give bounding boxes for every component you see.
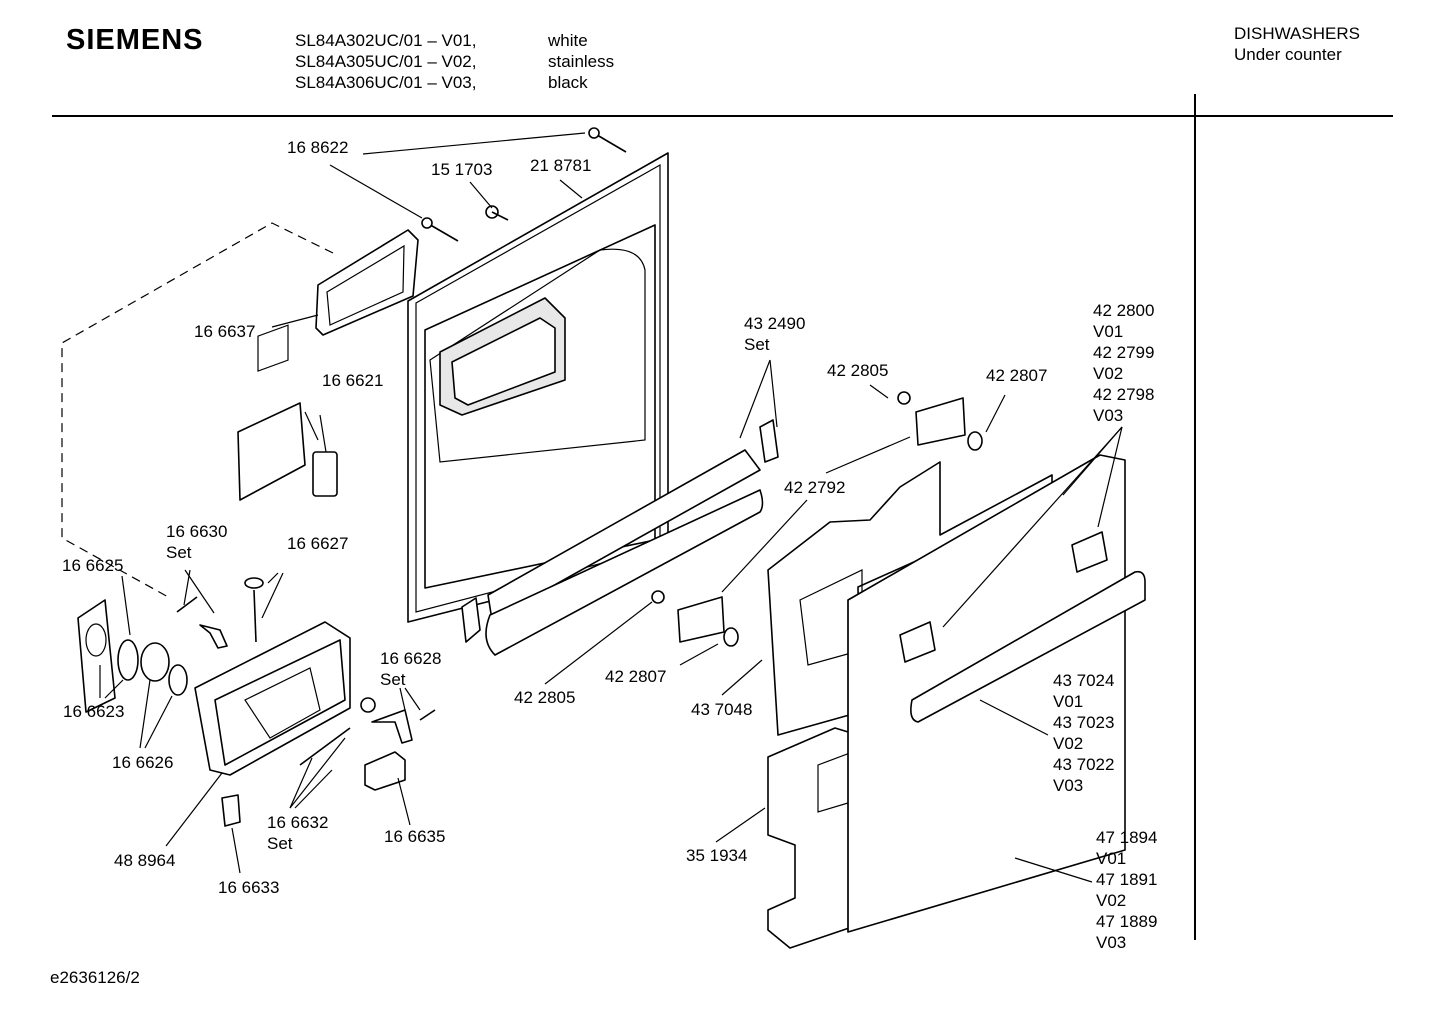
lower-insulation-panel: [767, 727, 859, 949]
model-code-3: SL84A306UC/01 – V03,: [295, 73, 477, 92]
drawing-id: e2636126/2: [50, 968, 140, 987]
screw-top: [588, 127, 627, 153]
label-16-6637: 16 6637: [194, 322, 255, 341]
label-42-2807-bottom: 42 2807: [605, 667, 666, 686]
ball-part: [360, 697, 376, 713]
door-handle: [910, 570, 1146, 723]
outer-door-panel: [847, 454, 1126, 933]
category-subtitle: Under counter: [1234, 45, 1342, 64]
label-16-6621: 16 6621: [322, 371, 383, 390]
latch-set: [371, 709, 413, 744]
model-color-1: white: [548, 31, 588, 50]
label-16-6633: 16 6633: [218, 878, 279, 897]
label-16-8622: 16 8622: [287, 138, 348, 157]
label-42-2805-top: 42 2805: [827, 361, 888, 380]
label-48-8964: 48 8964: [114, 851, 175, 870]
handle-bracket-left: [899, 621, 936, 663]
leader-lines: [99, 132, 1123, 883]
inner-door-panel: [407, 152, 669, 623]
seal-ring: [117, 639, 139, 681]
category-title: DISHWASHERS: [1234, 24, 1360, 43]
label-35-1934: 35 1934: [686, 846, 747, 865]
dispenser-cover: [77, 599, 116, 713]
screw-top-bracket: [897, 391, 911, 405]
cap-seal: [140, 642, 170, 682]
plate-bottom: [677, 596, 725, 643]
label-21-8781: 21 8781: [530, 156, 591, 175]
plate-top: [915, 397, 966, 446]
washer-top: [967, 431, 983, 451]
label-42-2807-top: 42 2807: [986, 366, 1047, 385]
model-code-2: SL84A305UC/01 – V02,: [295, 52, 477, 71]
model-color-2: stainless: [548, 52, 615, 71]
label-16-6623: 16 6623: [63, 702, 124, 721]
spring-set: [299, 709, 436, 766]
clip-part: [221, 794, 241, 827]
brand-logo: SIEMENS: [66, 24, 204, 56]
hinge-bracket: [759, 419, 779, 463]
label-16-6635: 16 6635: [384, 827, 445, 846]
label-15-1703: 15 1703: [431, 160, 492, 179]
lever-part: [199, 624, 228, 649]
assembly-dashed-line: [61, 222, 334, 599]
handle-bracket-right: [1071, 531, 1108, 573]
switch-part: [364, 751, 406, 791]
screw-bottom-bracket: [651, 590, 665, 604]
washer-bottom: [723, 627, 739, 647]
pin-part: [244, 577, 264, 643]
lower-trim-strip: [485, 449, 764, 656]
label-43-7048: 43 7048: [691, 700, 752, 719]
label-16-6625: 16 6625: [62, 556, 123, 575]
vent-cover: [237, 324, 338, 501]
spring-part: [176, 596, 198, 613]
screw-small: [485, 205, 509, 221]
vent-seal-frame: [315, 229, 419, 336]
label-42-2805-bottom: 42 2805: [514, 688, 575, 707]
label-42-2792: 42 2792: [784, 478, 845, 497]
model-code-1: SL84A302UC/01 – V01,: [295, 31, 477, 50]
label-16-6626: 16 6626: [112, 753, 173, 772]
dispenser-housing: [194, 621, 351, 776]
cap-ring: [168, 664, 188, 696]
lower-bracket-left: [461, 597, 481, 643]
screw-left: [421, 217, 459, 242]
model-color-3: black: [548, 73, 588, 92]
label-16-6627: 16 6627: [287, 534, 348, 553]
